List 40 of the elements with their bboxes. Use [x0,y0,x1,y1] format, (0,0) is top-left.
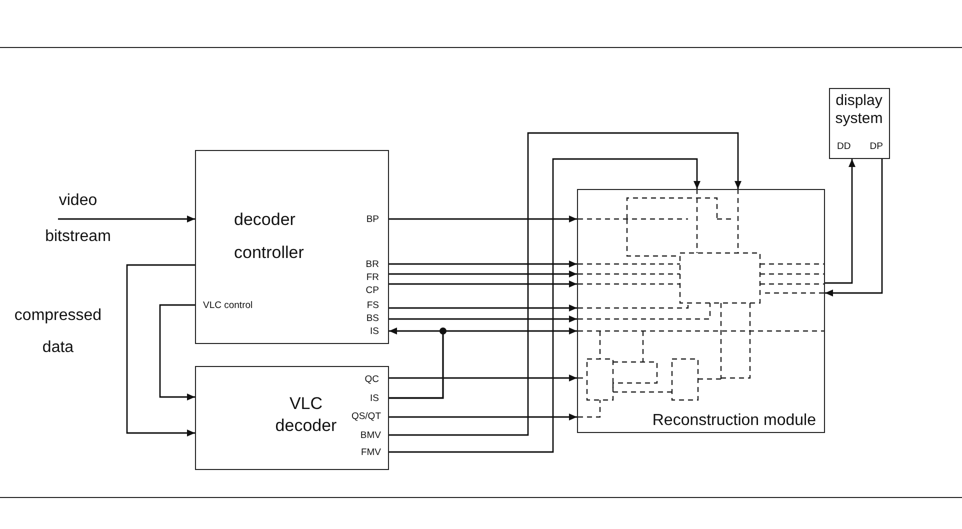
connector-arrow [389,316,577,322]
module-title: decoder controller [234,209,305,264]
connector-arrow [389,280,577,288]
signal-name: IS [370,393,379,404]
signal-name: CP [366,285,379,296]
signal-name: FR [366,272,379,283]
signal-name: IS [370,326,379,337]
module-box [195,366,389,470]
signal-name: BP [366,214,379,225]
connector-arrow [126,264,195,436]
edge-label: video bitstream [44,191,112,247]
signal-name: BMV [360,430,381,441]
module-title: VLC decoder [274,393,338,437]
connector-arrow [825,159,883,296]
signal-name: FS [366,300,379,311]
signal-name: QC [364,374,379,385]
connector-arrow [389,374,577,382]
connector-arrow [389,304,577,312]
signal-name: BR [366,259,379,270]
connector-arrow [159,304,195,400]
signal-name: DP [870,141,883,152]
connector-arrow [389,414,577,420]
module-box [195,150,389,344]
connector-arrow [825,159,856,284]
module-box [829,88,890,159]
connector-arrow [389,260,577,268]
connector-arrow [389,328,577,399]
connector-arrow [389,132,742,436]
connector-arrow [389,158,700,453]
connector-arrow [389,270,577,278]
signal-name: FMV [360,447,381,458]
module-title: Reconstruction module [651,412,816,430]
connector-arrow [389,216,577,222]
signal-name: DD [837,141,851,152]
signal-name: BS [366,313,379,324]
signal-name: VLC control [203,300,253,311]
module-title: display system [834,92,884,128]
side-label: compressed data [13,306,103,358]
signal-name: QS/QT [351,411,381,422]
connector-arrow [58,216,195,222]
